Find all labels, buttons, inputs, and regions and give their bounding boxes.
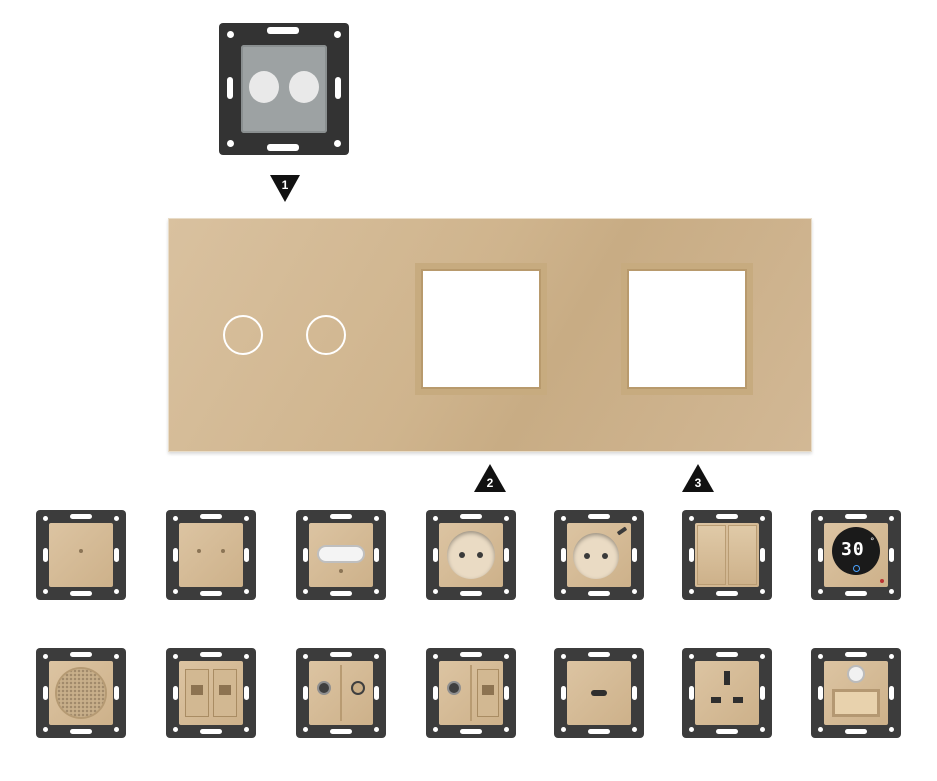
marker-3-icon: 3 — [682, 464, 714, 492]
touch-button-2[interactable] — [306, 315, 346, 355]
rocker-left[interactable] — [697, 525, 726, 585]
temp-indicator-icon — [880, 579, 884, 583]
module-schuko-socket-usb[interactable] — [554, 510, 644, 600]
rj45-port-icon — [213, 669, 237, 717]
earth-pin-icon — [724, 671, 730, 685]
marker-1-icon: 1 — [270, 175, 300, 202]
coax-port-icon — [319, 683, 329, 693]
thermostat-screen: 30 ° — [832, 527, 880, 575]
module-night-light-sensor[interactable] — [811, 648, 901, 738]
glass-panel — [168, 218, 812, 452]
marker-2-label: 2 — [487, 476, 494, 490]
switch-mechanism-top — [219, 23, 349, 155]
usb-c-port-icon — [591, 690, 607, 696]
module-speaker[interactable] — [36, 648, 126, 738]
thermostat-unit: ° — [870, 537, 875, 547]
module-tv-sat-double[interactable] — [296, 648, 386, 738]
module-rj45-double[interactable] — [166, 648, 256, 738]
motion-sensor-icon — [849, 667, 863, 681]
socket-window-2 — [415, 263, 547, 395]
name-label-window — [319, 547, 363, 561]
module-schuko-socket[interactable] — [426, 510, 516, 600]
socket-outlet-icon — [447, 531, 495, 579]
touch-point-icon — [221, 549, 225, 553]
power-icon — [853, 565, 860, 572]
module-tv-rj45[interactable] — [426, 648, 516, 738]
coax-port-icon — [353, 683, 363, 693]
module-touch-switch-2-gang[interactable] — [166, 510, 256, 600]
touch-button-1[interactable] — [223, 315, 263, 355]
speaker-grille-icon — [57, 669, 105, 717]
module-uk-socket[interactable] — [682, 648, 772, 738]
mechanism-plate — [241, 45, 327, 133]
rj45-port-icon — [477, 669, 499, 717]
touch-point-icon — [197, 549, 201, 553]
marker-1-label: 1 — [282, 178, 289, 192]
module-touch-switch-1-gang[interactable] — [36, 510, 126, 600]
neutral-pin-icon — [733, 697, 743, 703]
light-window — [832, 689, 880, 717]
marker-2-icon: 2 — [474, 464, 506, 492]
socket-window-3 — [621, 263, 753, 395]
coax-port-icon — [449, 683, 459, 693]
touch-point-icon — [79, 549, 83, 553]
module-doorbell[interactable] — [296, 510, 386, 600]
module-push-switch-2-gang[interactable] — [682, 510, 772, 600]
socket-outlet-icon — [573, 533, 619, 579]
touch-pad-icon — [249, 71, 279, 103]
touch-pad-icon — [289, 71, 319, 103]
thermostat-display: 30 — [841, 539, 865, 560]
touch-point-icon — [339, 569, 343, 573]
rocker-right[interactable] — [728, 525, 757, 585]
module-usb-c-charger[interactable] — [554, 648, 644, 738]
module-thermostat[interactable]: 30 ° — [811, 510, 901, 600]
usb-port-icon — [616, 526, 628, 536]
rj45-port-icon — [185, 669, 209, 717]
marker-3-label: 3 — [695, 476, 702, 490]
live-pin-icon — [711, 697, 721, 703]
